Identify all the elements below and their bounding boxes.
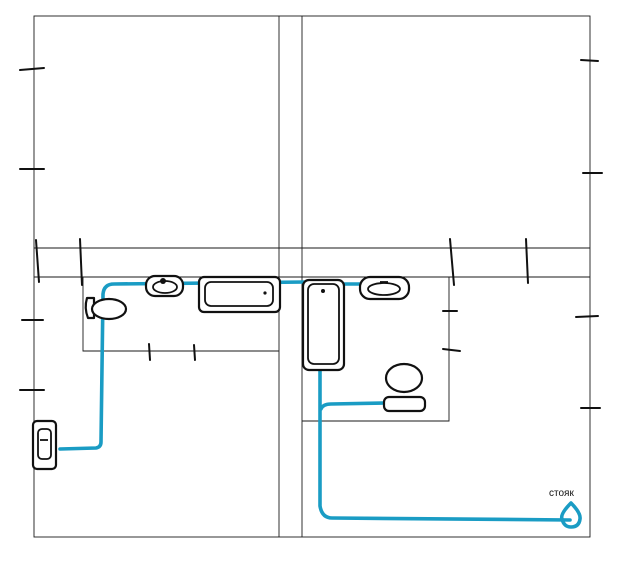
drain-icon	[321, 289, 325, 293]
wall-ticks	[19, 59, 603, 409]
toilet-bowl	[90, 297, 128, 321]
bathtub-outer	[197, 275, 282, 314]
drain-icon	[263, 291, 267, 295]
toilet-tank	[382, 395, 427, 413]
bathtub-icon	[197, 275, 282, 314]
faucet-icon	[160, 278, 166, 284]
toilet-tank	[84, 296, 96, 320]
tick	[79, 238, 83, 286]
bathtub-icon	[301, 278, 346, 372]
riser-drop-icon	[559, 501, 582, 529]
pipes	[58, 280, 582, 529]
toilet-bowl	[384, 362, 424, 394]
toilet-icon	[84, 296, 128, 321]
tick	[449, 238, 455, 286]
bathroom-left-outline	[82, 277, 279, 352]
bathtub-outer	[301, 278, 346, 372]
sink-icon	[144, 274, 185, 298]
bathtub-inner	[307, 283, 340, 365]
sink-bowl	[367, 282, 401, 296]
tick	[193, 344, 196, 361]
pipe-left-supply	[58, 280, 307, 451]
tick	[575, 315, 599, 318]
pipe-toilet-branch	[319, 401, 386, 411]
tick	[580, 59, 599, 62]
riser-label: стояк	[549, 488, 574, 499]
tick	[35, 239, 40, 283]
bathroom-right-outline	[302, 277, 450, 422]
tick	[148, 343, 151, 361]
bathtub-inner	[204, 281, 274, 307]
sink-icon	[358, 275, 411, 301]
tick	[525, 238, 529, 284]
pipe-right-main	[318, 366, 572, 522]
toilet-icon	[382, 362, 427, 413]
tick	[442, 348, 461, 352]
outer-wall	[33, 15, 591, 538]
tick	[19, 67, 45, 71]
wall-sink-bowl	[37, 428, 52, 460]
sink-icon	[31, 419, 58, 471]
